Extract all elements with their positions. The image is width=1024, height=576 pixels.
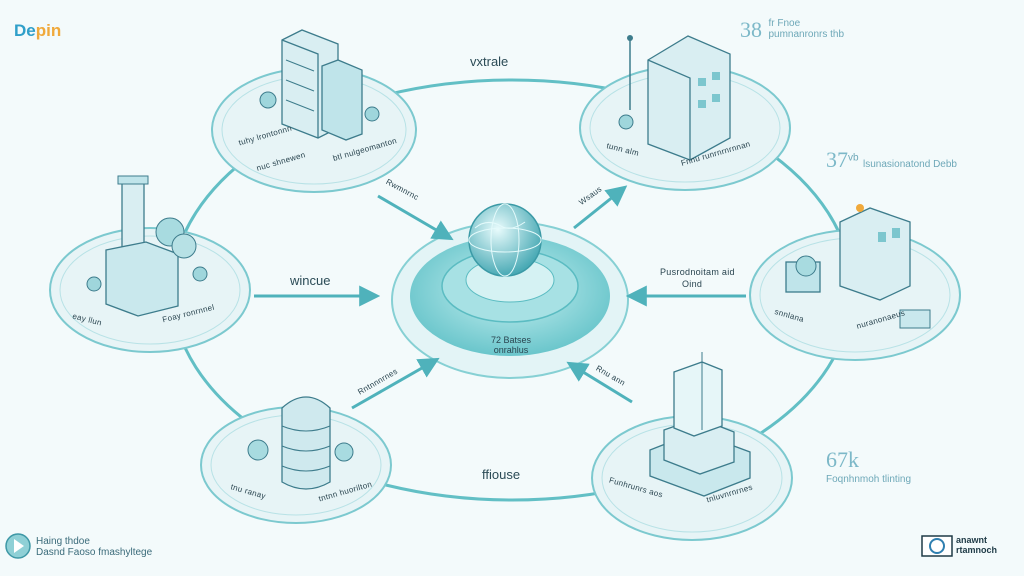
edge-label-right-a: Pusrodnoitam aid	[660, 267, 735, 277]
edge-label-right-b: Oind	[682, 279, 703, 289]
central-hub	[391, 221, 629, 379]
arrow-top-left	[377, 194, 454, 241]
stat-bottom-right-number: 67k	[826, 447, 859, 472]
hub-label: 72 Batses onrahlus	[476, 335, 546, 356]
stat-mid-right-text: lsunasionatond Debb	[863, 159, 957, 170]
globe-icon	[468, 203, 542, 277]
stat-top-right-text-b: pumnanronrs thb	[768, 29, 845, 40]
tower-plant-icon	[86, 175, 208, 317]
footer-caption: Haing thdoe Dasnd Faoso fmashyltege	[36, 536, 152, 558]
skyscraper-frame-icon	[649, 352, 751, 497]
brand-part-2: pin	[35, 21, 62, 40]
stat-top-right: 38 fr Fnoe pumnanronrs thb	[740, 17, 845, 42]
stat-top-right-text-a: fr Fnoe	[768, 18, 801, 29]
server-building-icon	[259, 29, 380, 141]
arrow-bottom-left	[351, 357, 440, 410]
arrow-bottom-right	[566, 361, 633, 404]
edge-label-bottom: ffiouse	[482, 467, 521, 482]
office-building-icon	[618, 35, 731, 161]
stat-mid-right-number: 37	[826, 147, 848, 172]
stamp-text-b: rtamnoch	[956, 544, 998, 555]
edge-label-top: vxtrale	[470, 54, 509, 69]
stamp-text-a: anawnt	[956, 535, 988, 545]
factory-building-icon	[785, 204, 931, 329]
footer-stamp: anawnt rtamnoch	[956, 535, 998, 556]
brand-part-1: De	[14, 21, 36, 40]
arrow-top-right	[573, 185, 628, 230]
stat-bottom-right-text: Foqnhnmoh tlinting	[826, 474, 912, 486]
cylinder-building-icon	[247, 396, 354, 490]
stat-bottom-right: 67k Foqnhnmoh tlinting	[826, 447, 912, 486]
hub-label-line-1: 72 Batses	[490, 335, 532, 345]
stamp-logo-icon	[921, 535, 953, 557]
stat-mid-right-unit: vb	[848, 152, 859, 164]
hub-label-line-2: onrahlus	[493, 344, 529, 355]
brand-logo: Depin	[14, 21, 62, 41]
play-icon	[5, 533, 31, 559]
edge-label-left: wincue	[290, 273, 331, 288]
stat-top-right-number: 38	[740, 17, 762, 42]
stat-mid-right: 37vb lsunasionatond Debb	[826, 147, 957, 172]
footer-line-1: Haing thdoe	[36, 536, 90, 547]
footer-line-2: Dasnd Faoso fmashyltege	[36, 547, 153, 558]
